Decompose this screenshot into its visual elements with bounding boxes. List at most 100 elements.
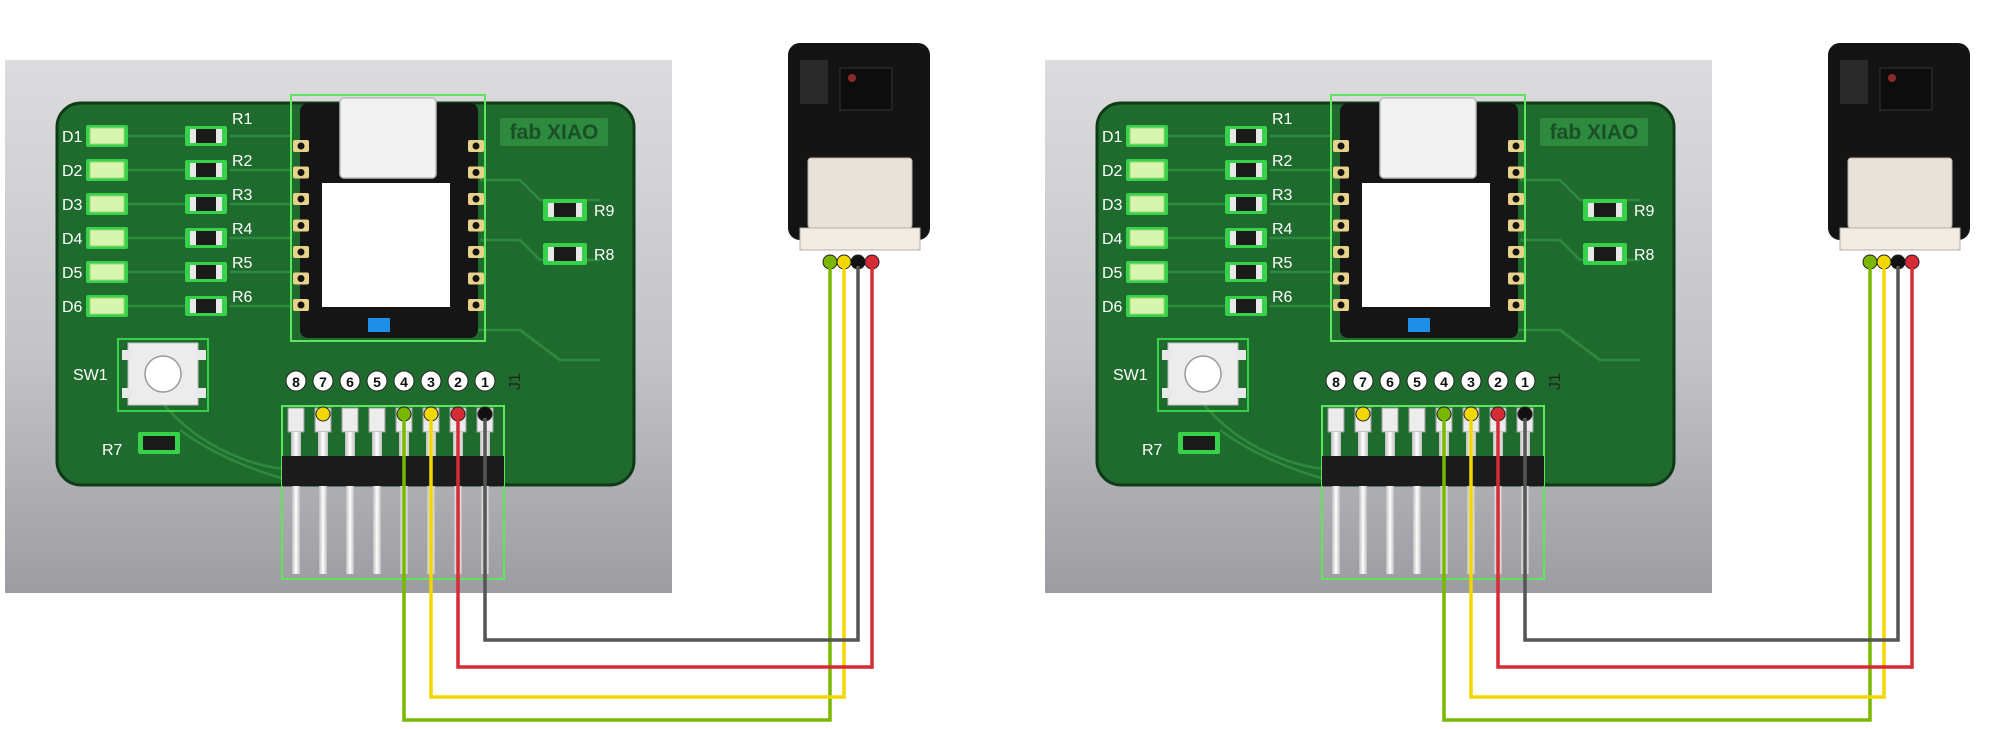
side-resistor-label: R8 (1634, 247, 1655, 264)
led-component (89, 127, 125, 145)
xiao-pad-hole (1337, 248, 1345, 256)
led-component (89, 161, 125, 179)
header-plastic-body (282, 456, 504, 486)
board-title: fab XIAO (1540, 118, 1648, 146)
header-pin (1358, 432, 1368, 456)
led-component (1129, 127, 1165, 145)
led-label: D4 (62, 231, 83, 248)
xiao-pad-hole (297, 195, 305, 203)
header-pad (1327, 407, 1345, 433)
header-pin-long (1332, 486, 1340, 574)
resistor-component (190, 299, 222, 313)
xiao-pad-hole (1512, 301, 1520, 309)
xiao-pad-hole (472, 222, 480, 229)
resistor-label: R6 (232, 289, 253, 306)
switch-pad (196, 350, 206, 360)
header-pin (1412, 432, 1422, 456)
resistor-pad (216, 163, 222, 177)
xiao-pad-hole (1512, 195, 1520, 203)
wire-black (1523, 266, 1900, 642)
xiao-usb-connector (339, 97, 437, 179)
side-resistor-pad (1588, 247, 1594, 261)
xiao-pad-hole (1337, 169, 1345, 176)
right-wiring-diagram: fab XIAOD1D2D3D4D5D6R1R2R3R4R5R6R9R8SW1R… (1045, 43, 1970, 722)
wire-yellow (1469, 266, 1886, 699)
side-resistor-pad (1588, 203, 1594, 217)
header-pad (1408, 407, 1426, 433)
led-component (89, 297, 125, 315)
sensor-module (788, 43, 930, 270)
resistor-pad (216, 231, 222, 245)
pin-number: 7 (1359, 374, 1367, 390)
resistor-pad (1230, 197, 1236, 211)
resistor-label: R4 (1272, 221, 1293, 238)
left-wiring-diagram: fab XIAOD1D2D3D4D5D6R1R2R3R4R5R6R9R8SW1R… (5, 43, 930, 722)
xiao-led (368, 318, 390, 332)
resistor-pad (190, 129, 196, 143)
header-pin-long (1413, 486, 1421, 574)
bottom-resistor-label: R7 (1142, 442, 1163, 459)
header-pin-long (346, 486, 354, 574)
header-pin (1331, 432, 1341, 456)
board-title-plate (500, 118, 608, 146)
xiao-pad-hole (297, 275, 305, 282)
led-component (89, 229, 125, 247)
xiao-pad-hole (1512, 222, 1520, 229)
xiao-courtyard (1330, 94, 1526, 342)
xiao-pad-hole (1337, 275, 1345, 282)
led-label: D1 (1102, 129, 1123, 146)
led-label: D6 (62, 299, 83, 316)
led-label: D3 (62, 197, 83, 214)
pin-number-badge (1433, 370, 1455, 392)
side-resistor-component (1588, 247, 1622, 261)
header-label: J1 (1547, 373, 1564, 390)
side-resistor-pad (548, 203, 554, 217)
header-courtyard (1321, 405, 1545, 580)
header-pin (1385, 432, 1395, 456)
xiao-pad-hole (1512, 275, 1520, 282)
header-pin (372, 432, 382, 456)
pin-number: 7 (319, 374, 327, 390)
sensor-led (1888, 74, 1896, 82)
resistor-component (1230, 299, 1262, 313)
resistor-pad (1256, 197, 1262, 211)
led-label: D5 (62, 265, 83, 282)
header-pin-long (319, 486, 327, 574)
resistor-component (1230, 163, 1262, 177)
resistor-component (1230, 197, 1262, 211)
pin-number-badge (285, 370, 307, 392)
resistor-pad (1256, 265, 1262, 279)
pin-dot-yellow (315, 406, 331, 422)
switch-label: SW1 (1113, 367, 1148, 384)
xiao-pad-hole (1512, 248, 1520, 256)
resistor-component (1230, 129, 1262, 143)
header-pin (345, 432, 355, 456)
resistor-pad (1256, 299, 1262, 313)
pin-number-badge (339, 370, 361, 392)
resistor-label: R6 (1272, 289, 1293, 306)
led-component (89, 195, 125, 213)
sensor-chip (800, 60, 828, 104)
pin-number-badge (1406, 370, 1428, 392)
xiao-pad-hole (1512, 142, 1520, 150)
resistor-label: R5 (1272, 255, 1293, 272)
pin-number-badge (474, 370, 496, 392)
pin-number: 6 (1386, 374, 1394, 390)
side-resistor-label: R9 (1634, 203, 1655, 220)
led-label: D2 (62, 163, 83, 180)
led-component (1129, 195, 1165, 213)
resistor-label: R5 (232, 255, 253, 272)
led-label: D4 (1102, 231, 1123, 248)
pin-number: 8 (292, 374, 300, 390)
sensor-led (848, 74, 856, 82)
pin-number: 5 (373, 374, 381, 390)
led-label: D6 (1102, 299, 1123, 316)
switch-pad (122, 388, 132, 398)
header-pad (287, 407, 305, 433)
xiao-pad-hole (472, 301, 480, 309)
resistor-pad (190, 197, 196, 211)
resistor-pad (1256, 231, 1262, 245)
pin-number-badge (366, 370, 388, 392)
header-courtyard (281, 405, 505, 580)
resistor-component (190, 265, 222, 279)
